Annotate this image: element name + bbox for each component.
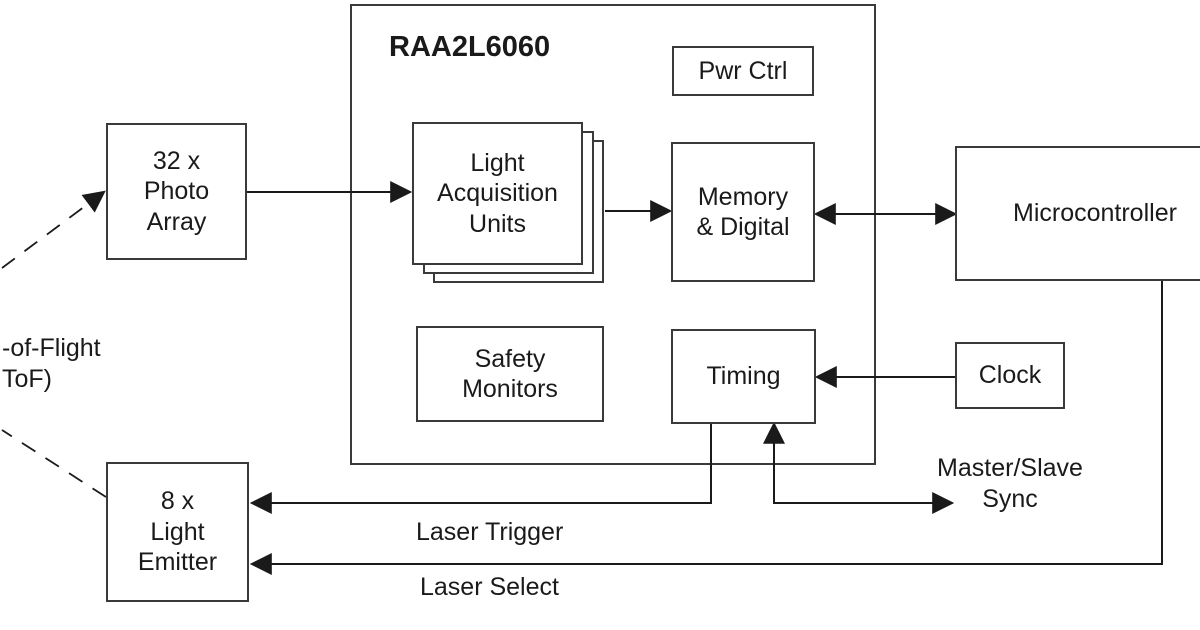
safety-monitors-label: Safety Monitors bbox=[462, 344, 558, 404]
timing-block: Timing bbox=[671, 329, 816, 424]
laser-trigger-line bbox=[249, 424, 712, 514]
light-acquisition-label: Light Acquisition Units bbox=[437, 148, 558, 238]
tof-label: -of-Flight ToF) bbox=[2, 334, 101, 393]
microcontroller-label: Microcontroller bbox=[1013, 199, 1177, 228]
light-emitter-block: 8 x Light Emitter bbox=[106, 462, 249, 602]
chip-title: RAA2L6060 bbox=[389, 31, 551, 63]
pwr-ctrl-block: Pwr Ctrl bbox=[672, 46, 814, 96]
timing-label: Timing bbox=[706, 362, 781, 391]
photo-array-label: 32 x Photo Array bbox=[143, 146, 210, 236]
laser-trigger-label: Laser Trigger bbox=[416, 518, 564, 546]
tof-return-path bbox=[1, 190, 106, 269]
light-acquisition-block: Light Acquisition Units bbox=[412, 122, 583, 265]
tof-emit-path bbox=[1, 429, 107, 498]
memory-digital-block: Memory & Digital bbox=[671, 142, 815, 282]
clock-label: Clock bbox=[978, 361, 1042, 390]
laser-select-label: Laser Select bbox=[420, 573, 559, 601]
microcontroller-block: Microcontroller bbox=[955, 146, 1200, 281]
clock-block: Clock bbox=[955, 342, 1065, 409]
memory-digital-label: Memory & Digital bbox=[696, 182, 790, 242]
chip-outline bbox=[350, 4, 876, 465]
master-slave-sync-line bbox=[763, 421, 955, 514]
laser-select-line bbox=[249, 281, 1163, 575]
master-slave-sync-label: Master/Slave Sync bbox=[937, 454, 1083, 513]
photo-array-block: 32 x Photo Array bbox=[106, 123, 247, 260]
safety-monitors-block: Safety Monitors bbox=[416, 326, 604, 422]
light-emitter-label: 8 x Light Emitter bbox=[137, 487, 218, 577]
pwr-ctrl-label: Pwr Ctrl bbox=[698, 56, 788, 85]
